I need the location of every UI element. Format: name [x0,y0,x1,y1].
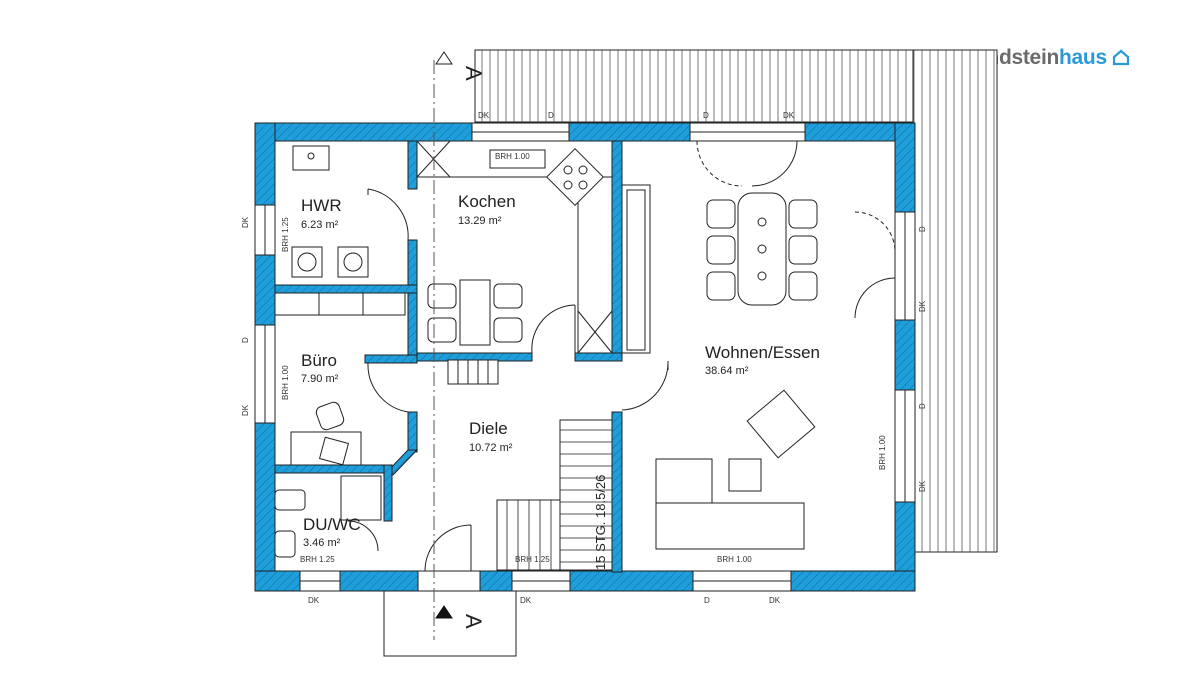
terrace-deck [474,49,998,553]
window-label: DK [918,480,927,492]
window-label: D [918,403,927,409]
kitchen-table [427,279,523,346]
window-label: DK [241,404,250,416]
window-label: DK [769,596,781,605]
house-icon [1113,49,1130,66]
window-label: BRH 1.00 [495,152,530,161]
window-label: BRH 1.00 [717,555,752,564]
window-label: DK [783,111,795,120]
room-name-wohnen: Wohnen/Essen [705,343,820,362]
bath-fixtures [274,475,382,558]
window-label: DK [308,596,320,605]
wall-openings [254,122,916,592]
doors [347,140,896,572]
room-area-buero: 7.90 m² [301,373,339,385]
room-name-kochen: Kochen [458,192,516,211]
staircase [447,359,613,571]
window-label: DK [241,216,250,228]
room-area-duwc: 3.46 m² [303,537,341,549]
window-labels: DK D D DK BRH 1.00 DK BRH 1.25 D BRH 1.0… [241,111,927,605]
room-name-hwr: HWR [301,196,342,215]
section-label-bottom: A [461,614,486,629]
stairs-label: 15 STG. 18.5/26 [593,475,608,570]
window-label: D [704,596,710,605]
window-label: DK [478,111,490,120]
section-arrow-top-icon [435,51,453,65]
office-furniture [290,401,362,466]
room-area-kochen: 13.29 m² [458,215,502,227]
window-label: D [241,337,250,343]
room-area-wohnen: 38.64 m² [705,365,749,377]
window-label: D [548,111,554,120]
window-label: DK [918,300,927,312]
window-label: BRH 1.00 [281,365,290,400]
room-area-diele: 10.72 m² [469,442,513,454]
room-area-hwr: 6.23 m² [301,219,339,231]
window-label: D [703,111,709,120]
window-label: BRH 1.25 [515,555,550,564]
room-name-diele: Diele [469,419,508,438]
kitchen-counters [416,140,651,354]
living-furniture [655,389,816,550]
brand-name-part2: haus [1059,46,1107,69]
hwr-fixtures [274,145,406,316]
room-name-buero: Büro [301,351,337,370]
window-label: BRH 1.00 [878,435,887,470]
window-label: BRH 1.25 [281,217,290,252]
section-label-top: A [461,66,486,81]
window-label: D [918,226,927,232]
window-label: BRH 1.25 [300,555,335,564]
section-arrow-bottom-icon [435,605,453,619]
room-labels: HWR 6.23 m² Kochen 13.29 m² Büro 7.90 m²… [301,192,820,570]
section-line: A A [433,51,486,640]
room-name-duwc: DU/WC [303,515,361,534]
window-label: DK [520,596,532,605]
dining-table [706,192,818,306]
entrance-platform [383,589,517,657]
